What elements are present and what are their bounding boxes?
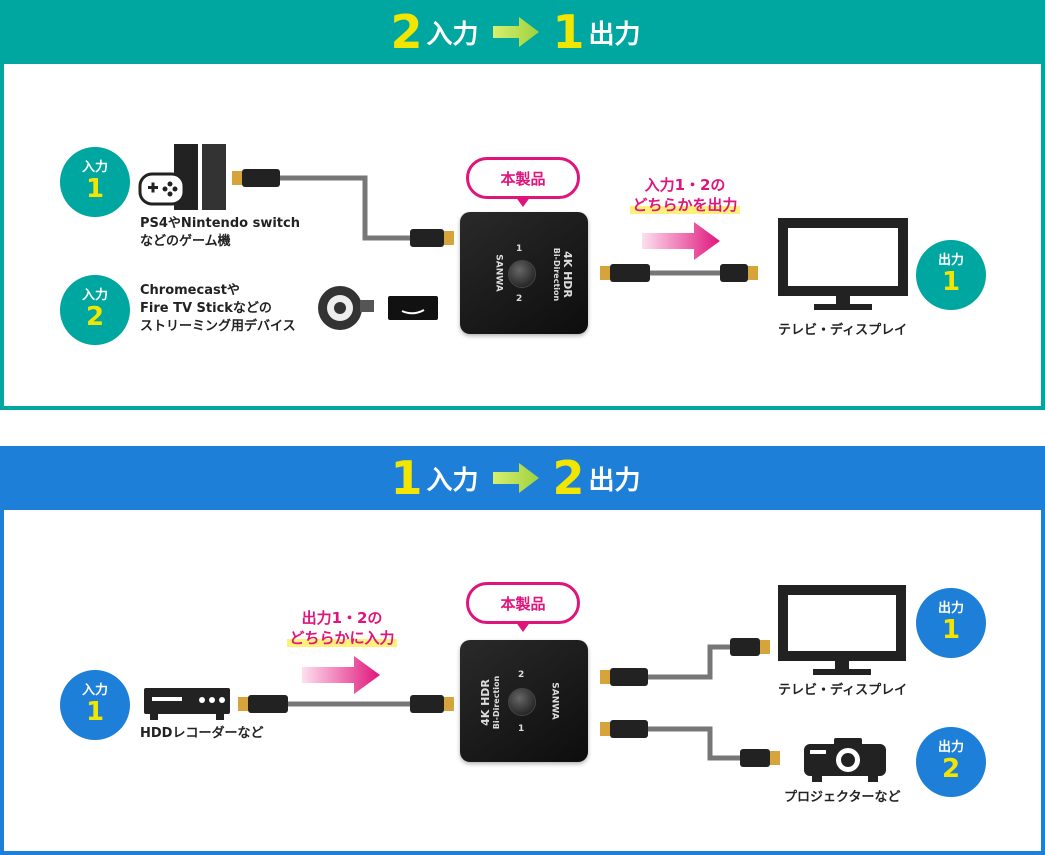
input1-badge: 入力 1 bbox=[60, 147, 130, 217]
device-brand: SANWA bbox=[549, 682, 560, 720]
cables-section1 bbox=[232, 169, 758, 282]
input1-label: PS4やNintendo switch などのゲーム機 bbox=[140, 215, 300, 251]
badge-text: 出力 bbox=[937, 740, 964, 756]
badge-text: 入力 bbox=[81, 288, 108, 304]
badge-text: 出力 bbox=[937, 601, 964, 617]
badge-text: 入力 bbox=[81, 683, 108, 699]
callout-text: 出力1・2の どちらかに入力 bbox=[272, 608, 412, 649]
label-line: などのゲーム機 bbox=[140, 234, 231, 250]
output2-badge: 出力 2 bbox=[916, 727, 986, 797]
label-line: ストリーミング用デバイス bbox=[140, 319, 296, 335]
tv-display-icon bbox=[778, 218, 908, 310]
projector-icon bbox=[804, 738, 886, 782]
device-bidirection: Bi-Direction bbox=[492, 675, 502, 730]
header-output-count: 1 bbox=[552, 5, 585, 59]
badge-number: 1 bbox=[941, 266, 961, 297]
badge-number: 1 bbox=[85, 696, 105, 727]
arrow-right-icon bbox=[492, 17, 539, 47]
switch-knob bbox=[508, 260, 536, 288]
badge-text: 出力 bbox=[937, 253, 964, 269]
section-header: 2 入力 1 出力 bbox=[0, 0, 1045, 64]
port-number: 1 bbox=[516, 244, 523, 254]
callout-line: どちらかを出力 bbox=[630, 196, 740, 215]
header-output-word: 出力 bbox=[588, 465, 641, 496]
header-output-count: 2 bbox=[552, 451, 585, 505]
tv-display-icon bbox=[778, 585, 906, 675]
streaming-device-icon bbox=[318, 286, 438, 330]
label-line: Chromecastや bbox=[140, 283, 240, 298]
output2-label: プロジェクターなど bbox=[784, 790, 901, 805]
header-input-word: 入力 bbox=[426, 19, 479, 50]
output1-badge: 出力 1 bbox=[916, 588, 986, 658]
pink-arrow-icon bbox=[302, 656, 380, 694]
hdmi-switch-device: SANWA 4K HDR Bi-Direction 1 2 bbox=[460, 212, 588, 334]
switch-knob bbox=[508, 688, 536, 716]
badge-number: 1 bbox=[85, 173, 105, 204]
port-number: 2 bbox=[518, 670, 525, 680]
output1-badge: 出力 1 bbox=[916, 240, 986, 310]
header-input-count: 1 bbox=[390, 451, 423, 505]
hdmi-switch-device: SANWA 4K HDR Bi-Direction 2 1 bbox=[460, 640, 588, 762]
output1-label: テレビ・ディスプレイ bbox=[778, 323, 908, 338]
label-line: PS4やNintendo switch bbox=[140, 216, 300, 231]
port-number: 1 bbox=[518, 724, 525, 734]
product-bubble: 本製品 bbox=[466, 157, 580, 207]
label-line: Fire TV Stickなどの bbox=[140, 301, 272, 317]
callout-line: 入力1・2の bbox=[644, 176, 726, 194]
badge-number: 2 bbox=[941, 753, 961, 784]
output1-label: テレビ・ディスプレイ bbox=[778, 683, 908, 698]
input1-badge: 入力 1 bbox=[60, 670, 130, 740]
header-input-word: 入力 bbox=[426, 465, 479, 496]
device-hdr: 4K HDR bbox=[478, 679, 492, 726]
callout-line: どちらかに入力 bbox=[287, 629, 397, 648]
game-console-icon bbox=[138, 144, 226, 210]
callout-line: 出力1・2の bbox=[301, 609, 383, 627]
hdd-recorder-icon bbox=[144, 688, 230, 720]
input1-label: HDDレコーダーなど bbox=[140, 726, 264, 741]
badge-number: 1 bbox=[941, 614, 961, 645]
port-number: 2 bbox=[516, 294, 523, 304]
input2-label: Chromecastや Fire TV Stickなどの ストリーミング用デバイ… bbox=[140, 282, 296, 337]
pink-arrow-icon bbox=[642, 222, 720, 260]
product-bubble: 本製品 bbox=[466, 582, 580, 632]
arrow-right-icon bbox=[492, 463, 539, 493]
badge-number: 2 bbox=[85, 301, 105, 332]
badge-text: 入力 bbox=[81, 160, 108, 176]
header-input-count: 2 bbox=[390, 5, 423, 59]
section-header: 1 入力 2 出力 bbox=[0, 446, 1045, 510]
input2-badge: 入力 2 bbox=[60, 275, 130, 345]
callout-text: 入力1・2の どちらかを出力 bbox=[615, 175, 755, 216]
header-output-word: 出力 bbox=[588, 19, 641, 50]
